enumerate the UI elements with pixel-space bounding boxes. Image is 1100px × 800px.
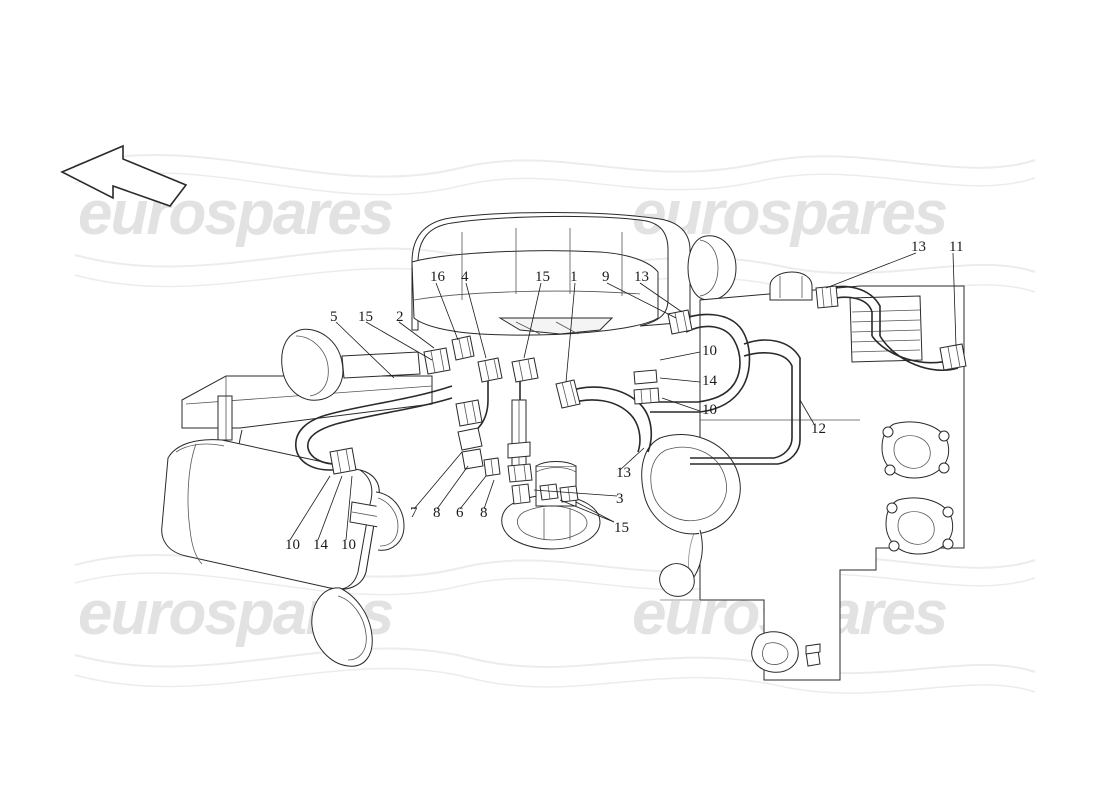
- callout-label-9: 9: [602, 269, 610, 285]
- callout-label-13b: 13: [911, 239, 926, 255]
- center-housing: [641, 434, 741, 601]
- callout-label-3: 3: [616, 491, 624, 507]
- callout-label-12: 12: [811, 421, 826, 437]
- callout-label-2: 2: [396, 309, 404, 325]
- intake-plenum-outline: [411, 212, 737, 336]
- callout-label-13: 13: [634, 269, 649, 285]
- forward-direction-arrow: [60, 144, 188, 207]
- callout-label-8: 8: [433, 505, 441, 521]
- callout-label-5: 5: [330, 309, 338, 325]
- callout-label-7: 7: [410, 505, 418, 521]
- callout-label-1: 1: [570, 269, 578, 285]
- callout-label-10b: 10: [702, 402, 717, 418]
- callout-label-6: 6: [456, 505, 464, 521]
- callout-label-4: 4: [461, 269, 469, 285]
- callout-label-14b: 14: [313, 537, 328, 553]
- callout-label-16: 16: [430, 269, 445, 285]
- callout-label-13c: 13: [616, 465, 631, 481]
- callout-label-15: 15: [358, 309, 373, 325]
- oil-hoses: [295, 285, 967, 505]
- left-cylinder-head-assembly: [161, 328, 433, 667]
- callout-label-10c: 10: [285, 537, 300, 553]
- callout-label-10: 10: [702, 343, 717, 359]
- callout-leader-lines: [289, 252, 957, 541]
- oil-tank-assembly: [688, 271, 965, 681]
- callout-label-8b: 8: [480, 505, 488, 521]
- callout-label-15b: 15: [535, 269, 550, 285]
- callout-label-11: 11: [949, 239, 964, 255]
- callout-label-10d: 10: [341, 537, 356, 553]
- callout-label-15c: 15: [614, 520, 629, 536]
- callout-label-14: 14: [702, 373, 717, 389]
